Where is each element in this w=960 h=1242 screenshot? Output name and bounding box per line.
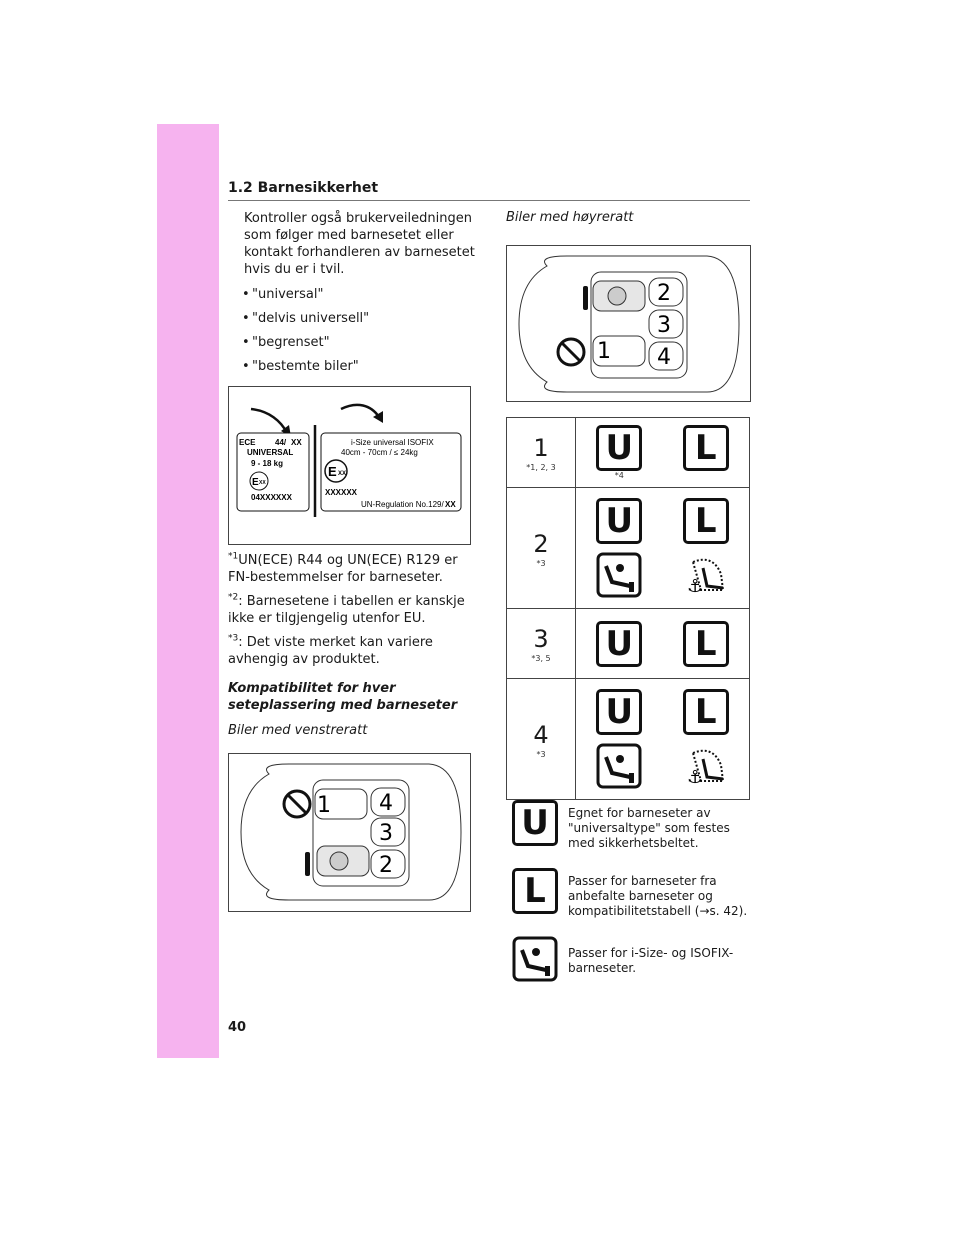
section-title: 1.2 Barnesikkerhet bbox=[228, 180, 379, 196]
legend-universal: U Egnet for barneseter av "universaltype… bbox=[506, 800, 750, 860]
header-rule bbox=[228, 200, 750, 201]
left-column: Kontroller også brukerveiledningen som f… bbox=[228, 210, 478, 382]
bullet-universal: "universal" bbox=[228, 286, 478, 303]
universal-note: *4 bbox=[614, 471, 624, 480]
r44-universal: UNIVERSAL bbox=[247, 448, 293, 457]
r129-regulation: UN-Regulation No.129/ bbox=[361, 500, 444, 509]
lhd-car-figure: 1 4 3 2 bbox=[228, 753, 471, 912]
seat-number: 2 bbox=[533, 529, 549, 558]
universal-badge: U bbox=[596, 620, 643, 667]
rhd-caption: Biler med høyreratt bbox=[506, 210, 634, 225]
intro-paragraph: Kontroller også brukerveiledningen som f… bbox=[244, 211, 475, 277]
rhd-seat-1: 1 bbox=[597, 339, 611, 364]
r129-code: XXXXXX bbox=[325, 488, 358, 497]
isize-seat-icon bbox=[596, 743, 642, 789]
legend-limited: L Passer for barneseter fra anbefalte ba… bbox=[506, 868, 750, 928]
footnotes: *1UN(ECE) R44 og UN(ECE) R129 er FN-best… bbox=[228, 552, 478, 739]
seat-cell: 2 *3 bbox=[506, 487, 576, 609]
lhd-seat-4: 4 bbox=[379, 791, 393, 816]
isize-seat-icon bbox=[596, 552, 642, 598]
footnote-2: *2: Barnesetene i tabellen er kanskje ik… bbox=[228, 592, 465, 626]
legend-isize: Passer for i-Size- og ISOFIX-barneseter. bbox=[506, 936, 750, 986]
seat-cell: 1 *1, 2, 3 bbox=[506, 417, 576, 488]
legend-isize-text: Passer for i-Size- og ISOFIX-barneseter. bbox=[568, 946, 734, 975]
lhd-caption: Biler med venstreratt bbox=[228, 723, 368, 738]
rhd-seat-2: 2 bbox=[657, 281, 671, 306]
icons-cell: U L ⚓ bbox=[575, 678, 750, 800]
anchor-seat-icon: ⚓ bbox=[687, 749, 724, 788]
limited-badge: L bbox=[682, 620, 729, 667]
table-row: 2 *3 U L ⚓ bbox=[506, 487, 750, 609]
seat-note: *3 bbox=[536, 749, 546, 759]
r44-xx: XX bbox=[291, 438, 302, 447]
seat-cell: 4 *3 bbox=[506, 678, 576, 800]
bullet-semi-universal: "delvis universell" bbox=[228, 310, 478, 327]
r44-weight: 9 - 18 kg bbox=[251, 459, 283, 468]
limited-badge: L bbox=[682, 689, 729, 735]
limited-badge: L bbox=[682, 498, 729, 544]
lhd-car-svg: 1 4 3 2 bbox=[240, 763, 462, 901]
seat-number: 4 bbox=[533, 720, 549, 749]
rhd-seat-3: 3 bbox=[657, 313, 671, 338]
footnote-1: *1UN(ECE) R44 og UN(ECE) R129 er FN-best… bbox=[228, 551, 458, 585]
universal-badge: U bbox=[596, 689, 643, 735]
limited-badge: L bbox=[682, 425, 729, 471]
rhd-seat-4: 4 bbox=[657, 345, 671, 370]
r44-e-mark: E bbox=[252, 477, 259, 488]
table-row: 4 *3 U L ⚓ bbox=[506, 678, 750, 800]
bullet-restricted: "begrenset" bbox=[228, 334, 478, 351]
compat-heading: Kompatibilitet for hver seteplassering m… bbox=[228, 681, 458, 713]
seat-note: *1, 2, 3 bbox=[526, 463, 556, 472]
seat-note: *3 bbox=[536, 558, 546, 568]
bullet-vehicle-specific: "bestemte biler" bbox=[228, 358, 478, 375]
legend-u-badge: U bbox=[512, 800, 558, 846]
seat-number: 1 bbox=[533, 434, 549, 462]
r129-isize: i-Size universal ISOFIX bbox=[351, 438, 434, 447]
r44-number: 44/ bbox=[275, 438, 287, 447]
approval-label-figure: ECE 44/ XX UNIVERSAL 9 - 18 kg E XX 04XX… bbox=[228, 386, 471, 545]
approval-label-svg: ECE 44/ XX UNIVERSAL 9 - 18 kg E XX 04XX… bbox=[236, 403, 462, 517]
universal-badge: U bbox=[596, 498, 643, 544]
svg-text:⚓: ⚓ bbox=[687, 767, 703, 788]
r44-e-xx: XX bbox=[259, 480, 266, 486]
r129-xx: XX bbox=[445, 500, 456, 509]
lhd-seat-1: 1 bbox=[317, 793, 331, 818]
r129-e-xx: XX bbox=[338, 471, 346, 477]
seat-note: *3, 5 bbox=[531, 654, 551, 663]
legend-limited-text: Passer for barneseter fra anbefalte barn… bbox=[568, 874, 748, 918]
anchor-seat-icon: ⚓ bbox=[687, 558, 724, 597]
side-tab-bar bbox=[157, 124, 219, 1058]
seat-cell: 3 *3, 5 bbox=[506, 608, 576, 679]
legend-isize-icon bbox=[512, 936, 558, 982]
rhd-car-figure: 2 3 1 4 bbox=[506, 245, 751, 402]
compatibility-table: 1 *1, 2, 3 U *4 L 2 *3 U L ⚓ bbox=[506, 417, 750, 800]
footnote-3: *3: Det viste merket kan variere avhengi… bbox=[228, 633, 433, 667]
r129-size: 40cm - 70cm / ≤ 24kg bbox=[341, 448, 418, 457]
legend-universal-text: Egnet for barneseter av "universaltype" … bbox=[568, 806, 730, 850]
page-number: 40 bbox=[228, 1020, 247, 1035]
seat-number: 3 bbox=[533, 625, 549, 653]
icons-cell: U *4 L bbox=[575, 417, 750, 488]
lhd-seat-2: 2 bbox=[379, 853, 393, 878]
icons-cell: U L bbox=[575, 608, 750, 679]
table-row: 1 *1, 2, 3 U *4 L bbox=[506, 417, 750, 488]
svg-text:⚓: ⚓ bbox=[687, 576, 703, 597]
icons-cell: U L ⚓ bbox=[575, 487, 750, 609]
universal-badge: U bbox=[596, 425, 643, 471]
rhd-car-svg: 2 3 1 4 bbox=[518, 255, 740, 393]
legend-l-badge: L bbox=[512, 868, 558, 914]
r44-code: 04XXXXXX bbox=[251, 493, 293, 502]
r129-e-mark: E bbox=[328, 464, 337, 479]
table-row: 3 *3, 5 U L bbox=[506, 608, 750, 679]
r44-ece: ECE bbox=[239, 438, 256, 447]
lhd-seat-3: 3 bbox=[379, 821, 393, 846]
